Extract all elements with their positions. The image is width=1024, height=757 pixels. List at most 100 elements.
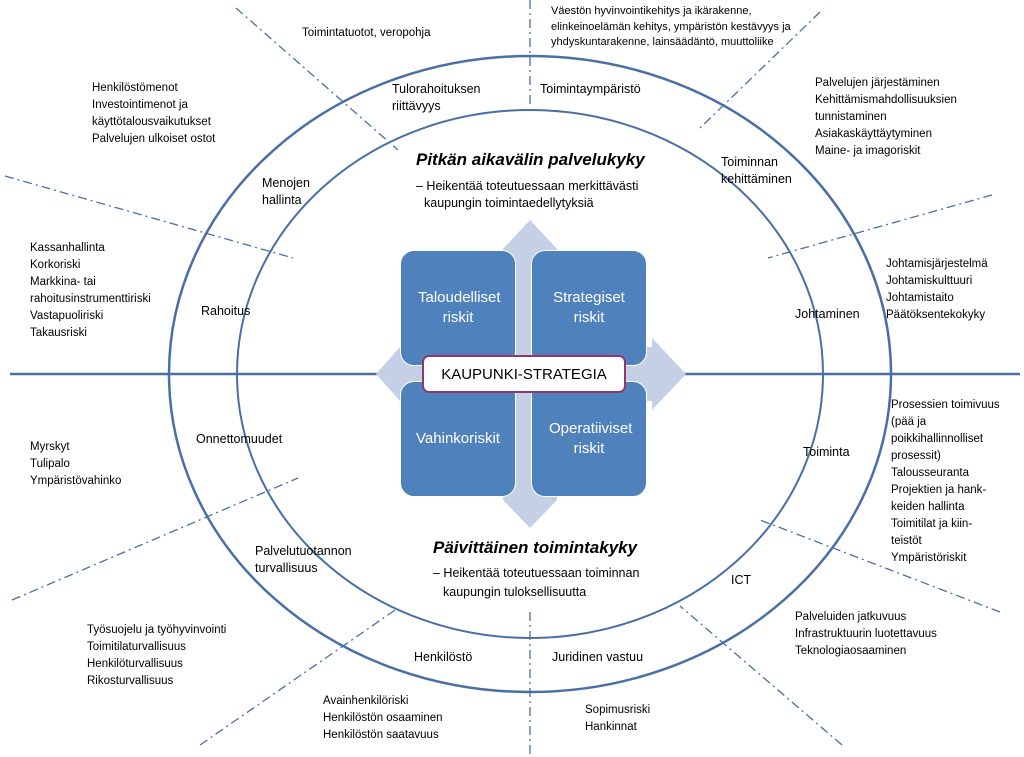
- outer-tyosuojelu-line2: Toimitilaturvallisuus: [87, 641, 187, 653]
- outer-menot-line2: Investointimenot ja: [92, 99, 188, 111]
- segment-toimintaymparisto: Toimintaympäristö: [540, 82, 641, 96]
- outer-menot-line1: Henkilöstömenot: [92, 82, 178, 94]
- city-strategy-label: KAUPUNKI-STRATEGIA: [422, 355, 626, 393]
- outer-palvelut-line4: Asiakaskäyttäytyminen: [815, 128, 932, 140]
- segment-menojen-line1: Menojen: [262, 176, 310, 190]
- outer-sopimus-line1: Sopimusriski: [585, 704, 651, 716]
- outer-avain-line3: Henkilöstön saatavuus: [323, 729, 439, 741]
- segment-tulorahoitus-line2: riittävyys: [392, 99, 441, 113]
- segment-ict: ICT: [731, 573, 752, 587]
- segment-onnettomuudet: Onnettomuudet: [196, 432, 283, 446]
- daily-desc-1: – Heikentää toteutuessaan toiminnan: [433, 566, 640, 580]
- damage-risks-label: Vahinkoriskit: [416, 430, 500, 447]
- outer-myrskyt: Myrskyt Tulipalo Ympäristövahinko: [30, 439, 121, 490]
- outer-myrskyt-line3: Ympäristövahinko: [30, 475, 122, 487]
- segment-toiminnan-line2: kehittäminen: [721, 172, 792, 186]
- outer-prosessit-line6: Projektien ja hank-: [891, 484, 987, 496]
- segment-tulorahoitus: Tulorahoituksen riittävyys: [392, 81, 480, 115]
- outer-ring: [167, 54, 893, 694]
- outer-tyosuojelu-line4: Rikosturvallisuus: [87, 675, 174, 687]
- long-term-desc-2: kaupungin toimintaedellytyksiä: [424, 196, 594, 210]
- spoke-bottom-right: [679, 605, 843, 746]
- segment-johtaminen: Johtaminen: [795, 307, 860, 321]
- outer-sopimus-line2: Hankinnat: [585, 721, 637, 733]
- outer-prosessit: Prosessien toimivuus (pää ja poikkihalli…: [891, 397, 1000, 567]
- outer-prosessit-line7: keiden hallinta: [891, 501, 965, 513]
- outer-toimintatuotot: Toimintatuotot, veropohja: [302, 27, 431, 39]
- damage-risks-box: Vahinkoriskit: [400, 381, 516, 497]
- outer-kassa-line5: Vastapuoliriski: [30, 310, 104, 322]
- strategic-risks-box: Strategiset riskit: [531, 250, 647, 366]
- financial-risks-label: Taloudelliset riskit: [418, 289, 501, 326]
- outer-tyosuojelu-line1: Työsuojelu ja työhyvinvointi: [87, 624, 227, 636]
- segment-toiminnan: Toiminnan kehittäminen: [721, 154, 792, 188]
- outer-kassa-line1: Kassanhallinta: [30, 242, 105, 254]
- segment-toiminta: Toiminta: [803, 445, 850, 459]
- operational-risks-label: Operatiiviset riskit: [549, 420, 633, 457]
- outer-avain: Avainhenkilöriski Henkilöstön osaaminen …: [323, 693, 443, 744]
- segment-juridinen: Juridinen vastuu: [552, 650, 644, 664]
- outer-palveluiden-line2: Infrastruktuurin luotettavuus: [795, 628, 937, 640]
- outer-prosessit-line10: Ympäristöriskit: [891, 552, 967, 564]
- financial-risks-box: Taloudelliset riskit: [400, 250, 516, 366]
- spoke-top-left-1: [235, 7, 399, 151]
- outer-menot: Henkilöstömenot Investointimenot ja käyt…: [92, 80, 215, 148]
- outer-kassa-line2: Korkoriski: [30, 259, 81, 271]
- outer-kassa-line3: Markkina- tai: [30, 276, 96, 288]
- outer-vaesto-line3: yhdyskuntarakenne, lainsäädäntö, muuttol…: [551, 36, 774, 48]
- segment-menojen: Menojen hallinta: [262, 175, 310, 209]
- segment-henkilosto: Henkilöstö: [414, 650, 473, 664]
- segment-menojen-line2: hallinta: [262, 193, 302, 207]
- outer-johtamis-line2: Johtamiskulttuuri: [886, 275, 973, 287]
- segment-rahoitus: Rahoitus: [201, 304, 251, 318]
- spoke-top-right-1: [699, 11, 821, 129]
- outer-prosessit-line4: prosessit): [891, 450, 941, 462]
- outer-myrskyt-line1: Myrskyt: [30, 441, 70, 453]
- spoke-left-lower: [11, 477, 299, 601]
- spoke-bottom-left: [199, 607, 399, 746]
- outer-johtamis-line3: Johtamistaito: [886, 292, 954, 304]
- strategic-risks-label: Strategiset riskit: [553, 289, 625, 326]
- outer-tyosuojelu-line3: Henkilöturvallisuus: [87, 658, 183, 670]
- outer-prosessit-line8: Toimitilat ja kiin-: [891, 518, 973, 530]
- outer-menot-line3: käyttötalousvaikutukset: [92, 116, 211, 128]
- daily-desc-2: kaupungin tuloksellisuutta: [443, 585, 587, 599]
- long-term-title: Pitkän aikavälin palvelukyky: [416, 150, 645, 169]
- outer-kassa-line4: rahoitusinstrumenttiriski: [30, 293, 151, 305]
- outer-johtamis: Johtamisjärjestelmä Johtamiskulttuuri Jo…: [886, 256, 988, 324]
- operational-risks-box: Operatiiviset riskit: [531, 381, 647, 497]
- outer-prosessit-line1: Prosessien toimivuus: [891, 399, 1000, 411]
- outer-johtamis-line4: Päätöksentekokyky: [886, 309, 986, 321]
- segment-palvelutuotannon-line2: turvallisuus: [255, 561, 318, 575]
- outer-menot-line4: Palvelujen ulkoiset ostot: [92, 133, 216, 145]
- spoke-left-upper: [4, 175, 294, 259]
- long-term-desc-1: – Heikentää toteutuessaan merkittävästi: [416, 179, 639, 193]
- outer-palvelut: Palvelujen järjestäminen Kehittämismahdo…: [815, 75, 957, 160]
- spoke-right-lower: [759, 519, 1001, 613]
- outer-johtamis-line1: Johtamisjärjestelmä: [886, 258, 988, 270]
- outer-palvelut-line5: Maine- ja imagoriskit: [815, 145, 921, 157]
- outer-avain-line2: Henkilöstön osaaminen: [323, 712, 443, 724]
- outer-prosessit-line3: poikkihallinnolliset: [891, 433, 984, 445]
- segment-palvelutuotannon-line1: Palvelutuotannon: [255, 544, 352, 558]
- spoke-right-upper: [767, 194, 993, 259]
- outer-palveluiden: Palveluiden jatkuvuus Infrastruktuurin l…: [795, 609, 937, 660]
- inner-ring: [236, 109, 824, 639]
- outer-palvelut-line2: Kehittämismahdollisuuksien: [815, 94, 957, 106]
- segment-palvelutuotannon: Palvelutuotannon turvallisuus: [255, 543, 352, 577]
- outer-avain-line1: Avainhenkilöriski: [323, 695, 409, 707]
- outer-palveluiden-line1: Palveluiden jatkuvuus: [795, 611, 907, 623]
- outer-palveluiden-line3: Teknologiaosaaminen: [795, 645, 907, 657]
- outer-kassa-line6: Takausriski: [30, 327, 87, 339]
- outer-sopimus: Sopimusriski Hankinnat: [585, 702, 650, 736]
- city-strategy-text: KAUPUNKI-STRATEGIA: [441, 365, 607, 383]
- outer-tyosuojelu: Työsuojelu ja työhyvinvointi Toimitilatu…: [87, 622, 226, 690]
- outer-vaesto-line2: elinkeinoelämän kehitys, ympäristön kest…: [551, 20, 791, 33]
- outer-prosessit-line9: teistöt: [891, 535, 922, 547]
- outer-prosessit-line5: Talousseuranta: [891, 467, 969, 479]
- segment-toiminnan-line1: Toiminnan: [721, 155, 778, 169]
- outer-prosessit-line2: (pää ja: [891, 416, 927, 428]
- outer-myrskyt-line2: Tulipalo: [30, 458, 70, 470]
- outer-vaesto-line1: Väestön hyvinvointikehitys ja ikärakenne…: [551, 5, 752, 17]
- outer-vaesto: Väestön hyvinvointikehitys ja ikärakenne…: [551, 4, 791, 51]
